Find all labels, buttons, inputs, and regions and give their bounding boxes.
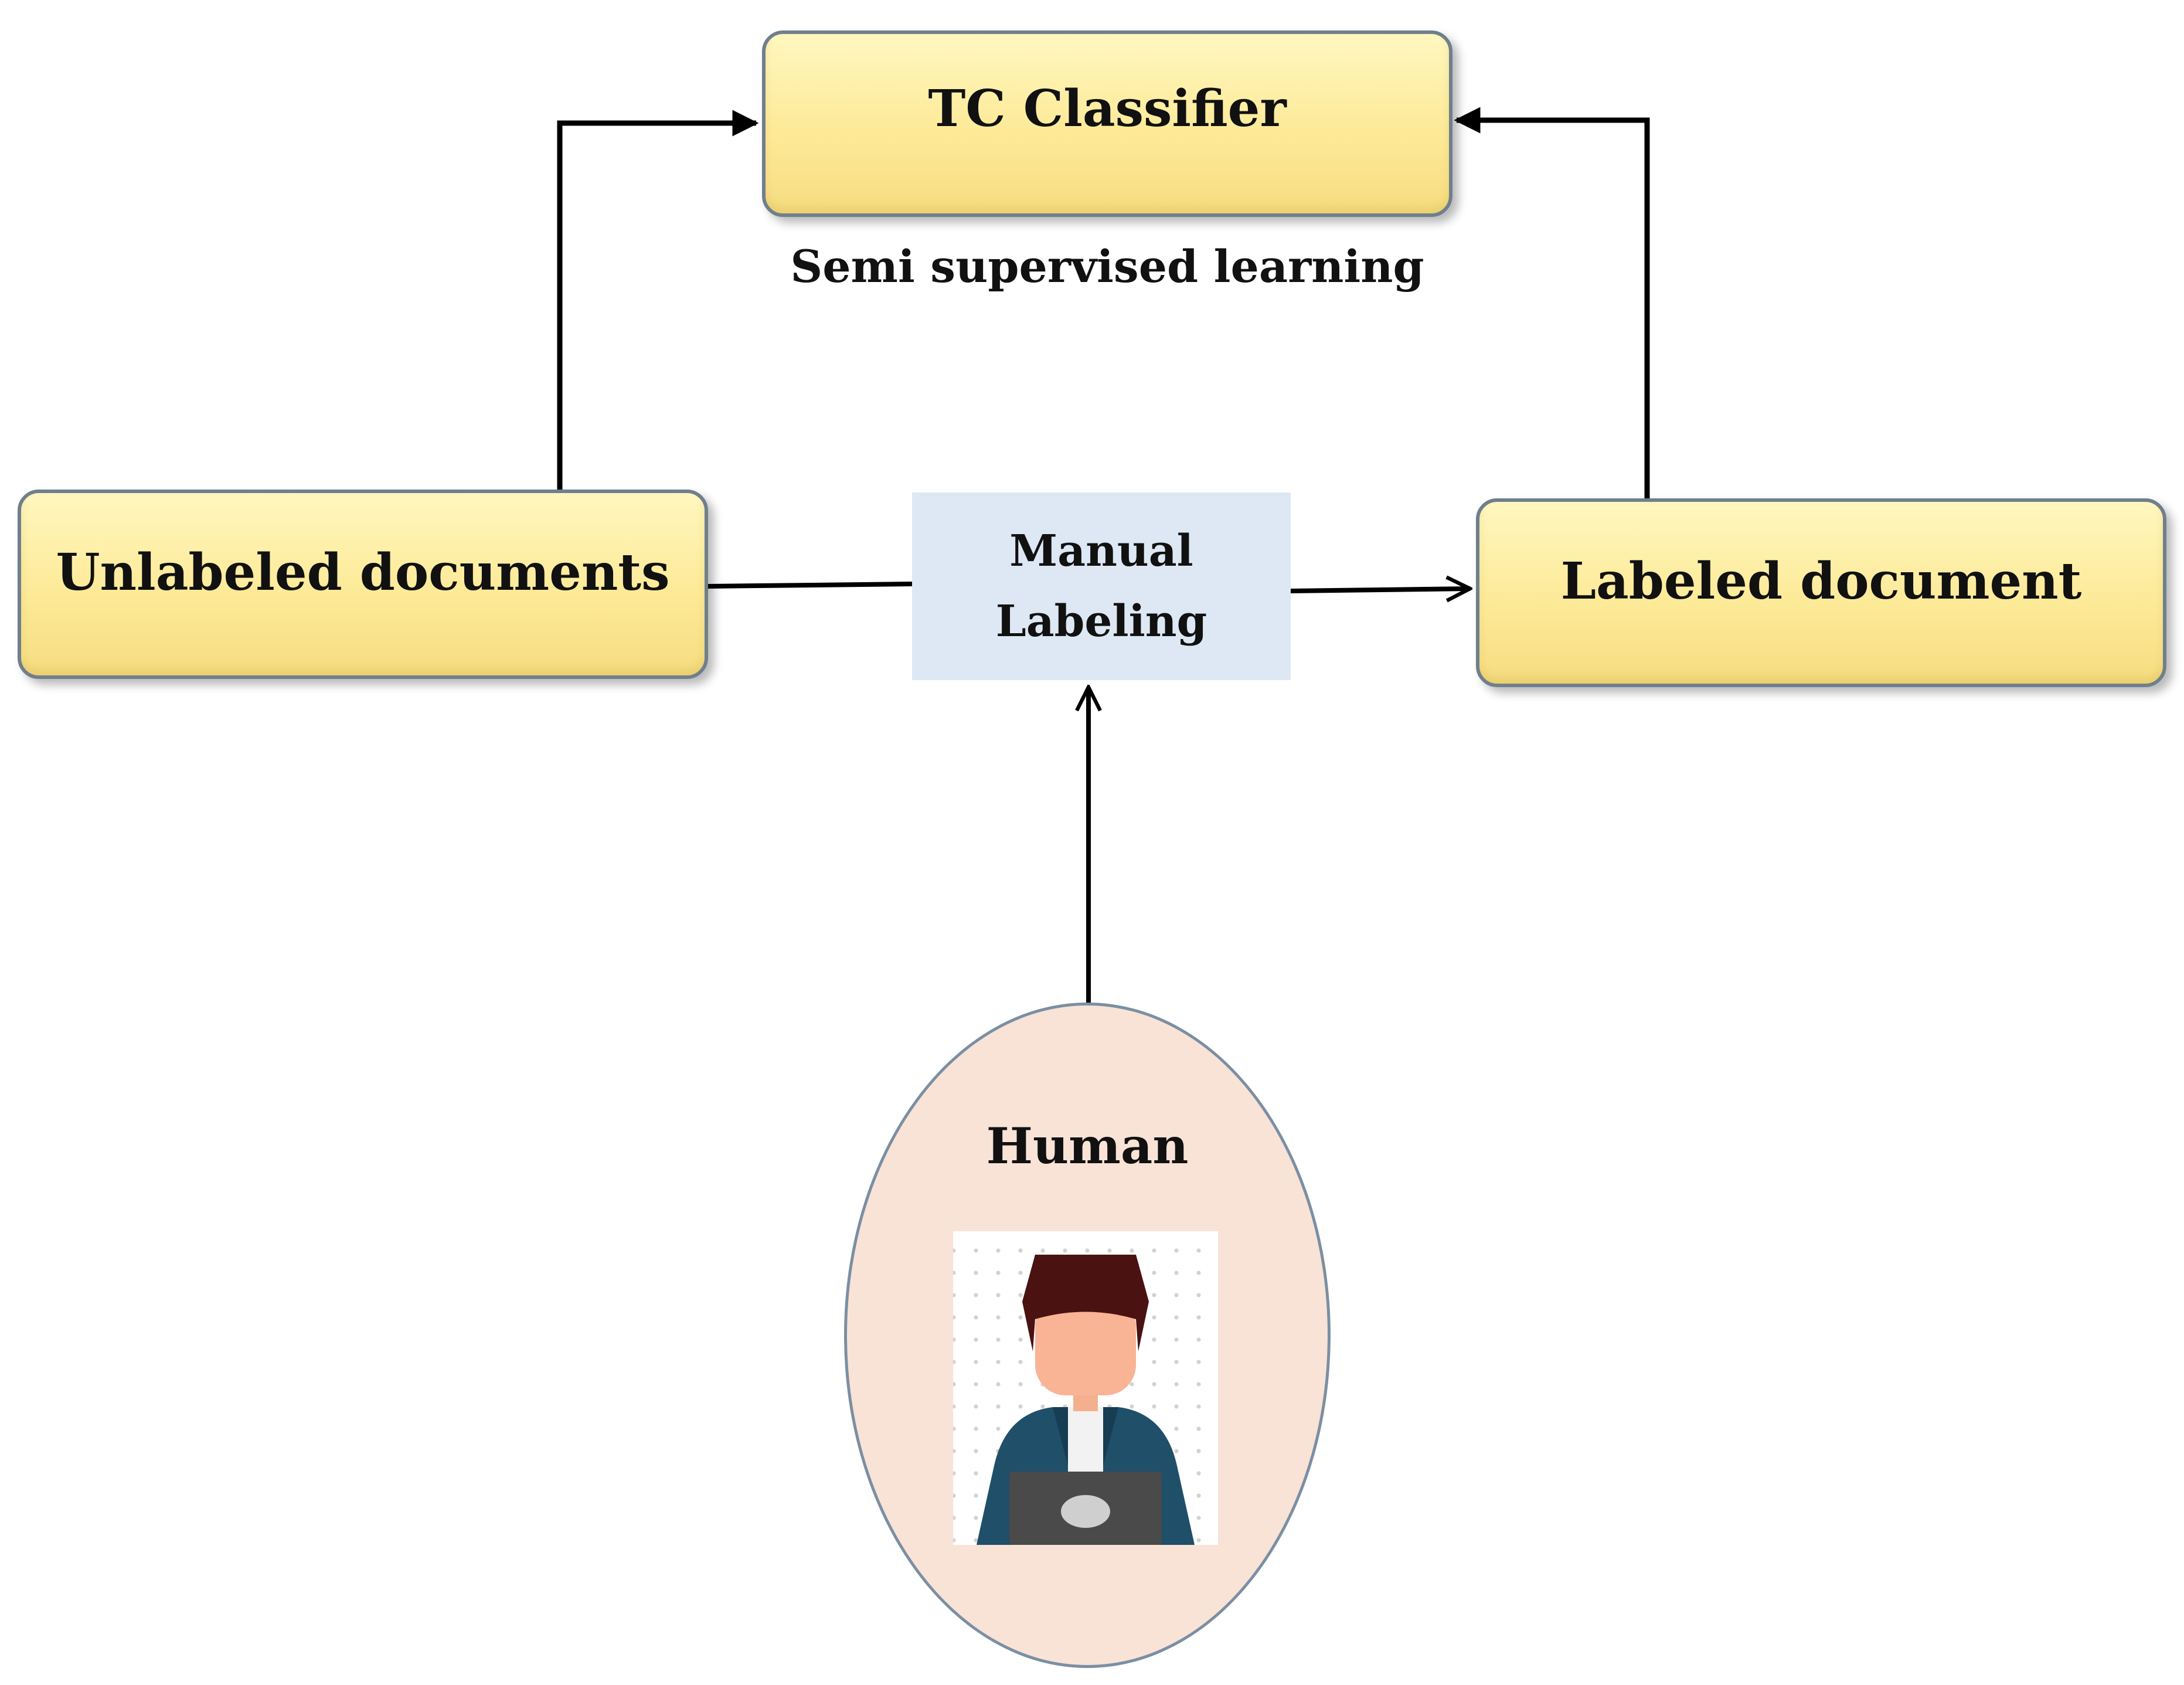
line-unlabeled-to-manual [707,582,913,589]
manual-labeling-line-1: Manual [1009,526,1193,576]
manual-labeling-box: Manual Labeling [912,492,1291,680]
manual-labeling-line-2: Labeling [995,596,1207,647]
person-at-laptop-icon [953,1231,1218,1545]
tc-classifier-label: TC Classifier [928,79,1287,138]
semi-supervised-learning-label: Semi supervised learning [790,240,1424,293]
arrow-labeled-to-classifier [1454,107,1650,498]
human-label: Human [986,1117,1189,1175]
labeled-document-label: Labeled document [1560,551,2082,611]
arrow-unlabeled-to-classifier [557,110,759,490]
tc-classifier-box: TC Classifier [762,30,1452,217]
unlabeled-documents-label: Unlabeled documents [56,543,670,602]
labeled-document-box: Labeled document [1476,498,2166,687]
arrow-manual-to-labeled [1290,589,1470,591]
unlabeled-documents-box: Unlabeled documents [18,490,708,679]
